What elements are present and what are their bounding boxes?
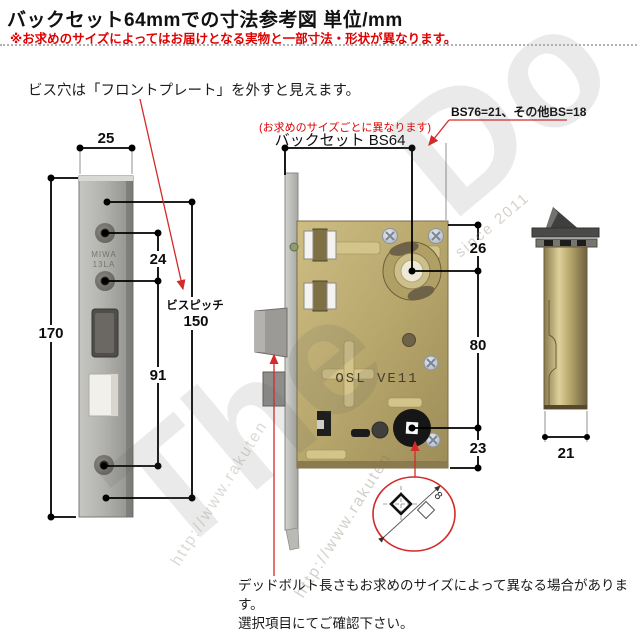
- dotted-separator: [0, 44, 637, 46]
- faceplate-screw: [289, 242, 299, 252]
- dim-label-24: 24: [150, 251, 167, 268]
- dimension-dots: [47, 144, 590, 521]
- leader-bs: [428, 119, 450, 147]
- dim-label-150: 150: [183, 313, 208, 330]
- backset-label: バックセット BS64: [275, 132, 406, 149]
- deadbolt-note-line1: デッドボルト長さもお求めのサイズによって異なる場合があります。: [238, 578, 629, 612]
- size-warning: ※お求めのサイズによってはお届けとなる実物と一部寸法・形状が異なります。: [10, 32, 457, 46]
- bs-values-note: BS76=21、その他BS=18: [451, 104, 587, 119]
- square-dim-line: [378, 485, 441, 543]
- case-parts: [317, 411, 389, 439]
- dim-label-bispitch: ビスピッチ: [166, 298, 224, 312]
- dim-label-25: 25: [98, 130, 115, 147]
- plate-stamp-model: 13LA: [93, 260, 116, 269]
- size-varies-note: (お求めのサイズごとに異なります): [259, 120, 431, 134]
- dim-label-21: 21: [558, 445, 575, 462]
- bolt-guide-posts: [303, 228, 337, 312]
- dim-label-91: 91: [150, 367, 167, 384]
- case-bottom-edge: [297, 461, 448, 468]
- leader-screw-note: [139, 98, 186, 291]
- latch-bolt-bevel: [255, 311, 265, 352]
- square-hole-detail: 8: [378, 485, 444, 543]
- label-backgrounds: [37, 240, 492, 456]
- side-case-contour: [548, 300, 557, 406]
- latch-bolt-front: [95, 313, 114, 353]
- dim-label-26: 26: [470, 240, 487, 257]
- front-plate-shadow: [126, 181, 133, 517]
- side-case-bottom: [544, 405, 587, 409]
- deadbolt-front-shade: [111, 374, 118, 416]
- dim-label-80: 80: [470, 337, 487, 354]
- detail-circle: [372, 476, 456, 552]
- side-latch-facet: [545, 207, 558, 231]
- red-leaders: [139, 98, 567, 576]
- cylinder-hole: [402, 333, 416, 347]
- lock-case-view: OSL VE11: [254, 172, 449, 551]
- case-stamp: OSL VE11: [335, 371, 418, 387]
- dim-label-23: 23: [470, 440, 487, 457]
- deadbolt-note-line2: 選択項目にてご確認下さい。: [238, 616, 414, 631]
- front-plate-top-edge: [79, 176, 133, 181]
- page-title: バックセット64mmでの寸法参考図 単位/mm: [7, 10, 403, 31]
- side-case-body: [543, 246, 588, 410]
- side-plate-1: [531, 227, 600, 238]
- plate-stamp-brand: MIWA: [91, 250, 116, 259]
- side-plate-tabs: [544, 240, 586, 246]
- case-faceplate-tail: [285, 527, 300, 551]
- dim-label-170: 170: [38, 325, 63, 342]
- deadbolt-note: デッドボルト長さもお求めのサイズによって異なる場合があります。 選択項目にてご確…: [238, 576, 637, 633]
- side-view: [531, 207, 600, 410]
- screw-hole-note: ビス穴は「フロントプレート」を外すと見えます。: [28, 83, 361, 99]
- case-screws: [289, 228, 444, 448]
